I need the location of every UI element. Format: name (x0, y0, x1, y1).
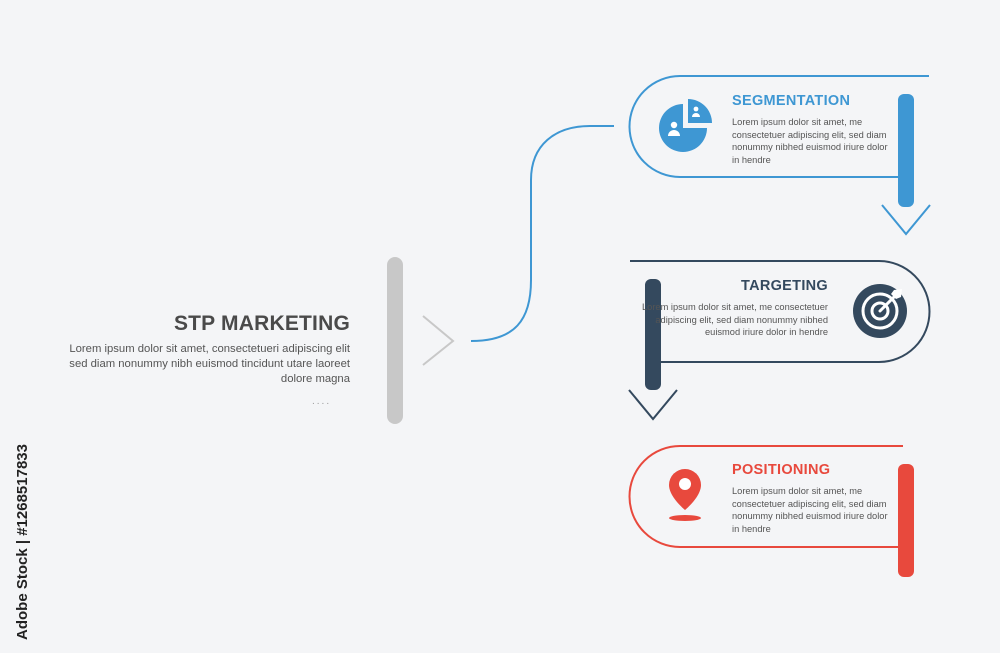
segmentation-bar (898, 94, 914, 207)
main-title: STP MARKETING (173, 312, 350, 335)
segmentation-arrow (881, 204, 931, 236)
targeting-bar (645, 279, 661, 390)
intro-chevron (422, 315, 455, 366)
positioning-description: Lorem ipsum dolor sit amet, me consectet… (732, 486, 888, 534)
stock-watermark: Adobe Stock | #1268517833 (14, 444, 31, 640)
more-dots: .... (312, 396, 332, 407)
connector-line (470, 125, 614, 342)
intro-divider-bar (387, 257, 403, 424)
positioning-outline (628, 445, 905, 548)
target-arrow-icon (853, 284, 907, 338)
location-pin-icon (669, 469, 701, 521)
targeting-title: TARGETING (740, 278, 828, 294)
segmentation-title: SEGMENTATION (732, 93, 851, 109)
pie-chart-person-icon (659, 99, 712, 152)
targeting-outline (630, 260, 931, 363)
targeting-arrow (628, 389, 678, 421)
main-description: Lorem ipsum dolor sit amet, consectetuer… (69, 343, 350, 385)
positioning-title: POSITIONING (732, 462, 831, 478)
segmentation-outline (628, 75, 929, 178)
segmentation-description: Lorem ipsum dolor sit amet, me consectet… (732, 117, 888, 165)
targeting-description: Lorem ipsum dolor sit amet, me consectet… (641, 302, 828, 338)
positioning-bar (898, 464, 914, 577)
